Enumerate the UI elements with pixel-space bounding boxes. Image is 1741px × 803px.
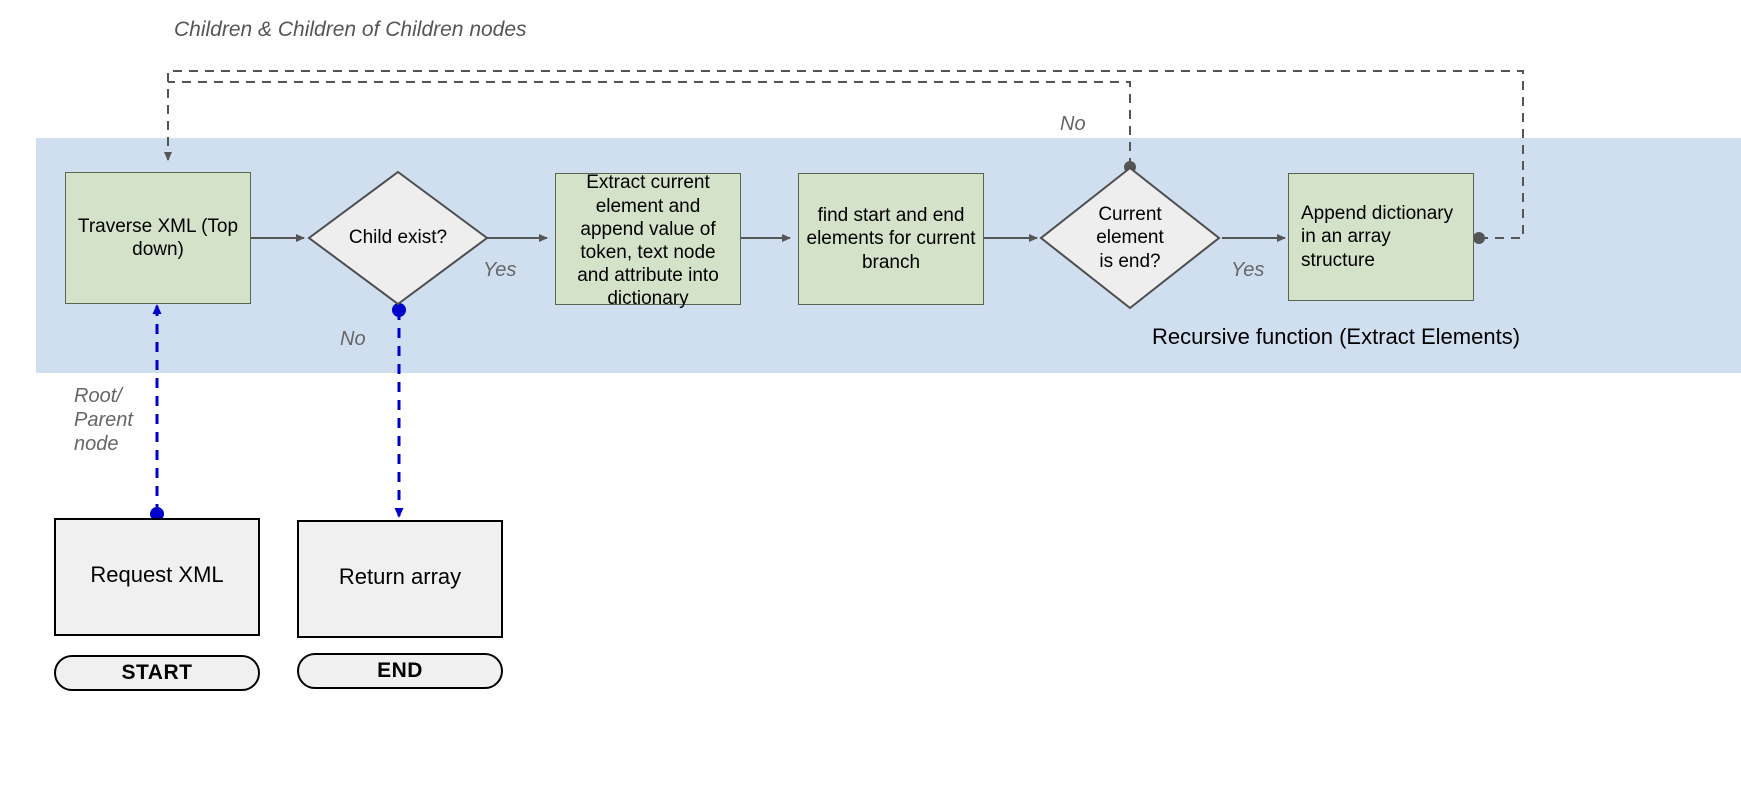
- edge-label-root-parent: Root/ Parent node: [74, 385, 133, 455]
- edge-label-child-yes: Yes: [483, 259, 517, 281]
- dashed-return-outer: [164, 70, 1524, 239]
- edge-label-isend-yes: Yes: [1231, 259, 1265, 281]
- node-end-terminator[interactable]: END: [297, 653, 503, 689]
- child-no-connector-dot: [392, 303, 406, 317]
- dashed-return-inner: [168, 81, 1131, 167]
- node-return-array[interactable]: Return array: [297, 520, 503, 638]
- node-find-start-end[interactable]: find start and end elements for current …: [798, 173, 984, 305]
- decision-is-end-shape: [1039, 166, 1221, 310]
- node-find-start-end-label: find start and end elements for current …: [806, 205, 976, 273]
- edge-label-child-no: No: [340, 328, 366, 350]
- edge-label-isend-no: No: [1060, 113, 1086, 135]
- node-append-dictionary-label: Append dictionary in an array structure: [1301, 203, 1454, 271]
- node-request-xml[interactable]: Request XML: [54, 518, 260, 636]
- node-end-terminator-label: END: [377, 659, 423, 683]
- node-request-xml-label: Request XML: [90, 562, 224, 587]
- diagram-top-note: Children & Children of Children nodes: [174, 18, 527, 41]
- node-start-terminator-label: START: [121, 661, 193, 685]
- dashed-return-outer-dot: [1473, 232, 1485, 244]
- node-extract-element[interactable]: Extract current element and append value…: [555, 172, 741, 309]
- node-return-array-label: Return array: [338, 564, 462, 589]
- node-traverse-xml[interactable]: Traverse XML (Top down): [65, 172, 251, 304]
- request-connector-dot: [150, 507, 164, 521]
- decision-child-exist-shape: [307, 170, 489, 306]
- recursive-function-band-label: Recursive function (Extract Elements): [1152, 324, 1521, 349]
- node-extract-element-label: Extract current element and append value…: [577, 172, 719, 310]
- node-append-dictionary[interactable]: Append dictionary in an array structure: [1288, 173, 1474, 301]
- node-traverse-xml-label: Traverse XML (Top down): [77, 215, 239, 260]
- node-start-terminator[interactable]: START: [54, 655, 260, 691]
